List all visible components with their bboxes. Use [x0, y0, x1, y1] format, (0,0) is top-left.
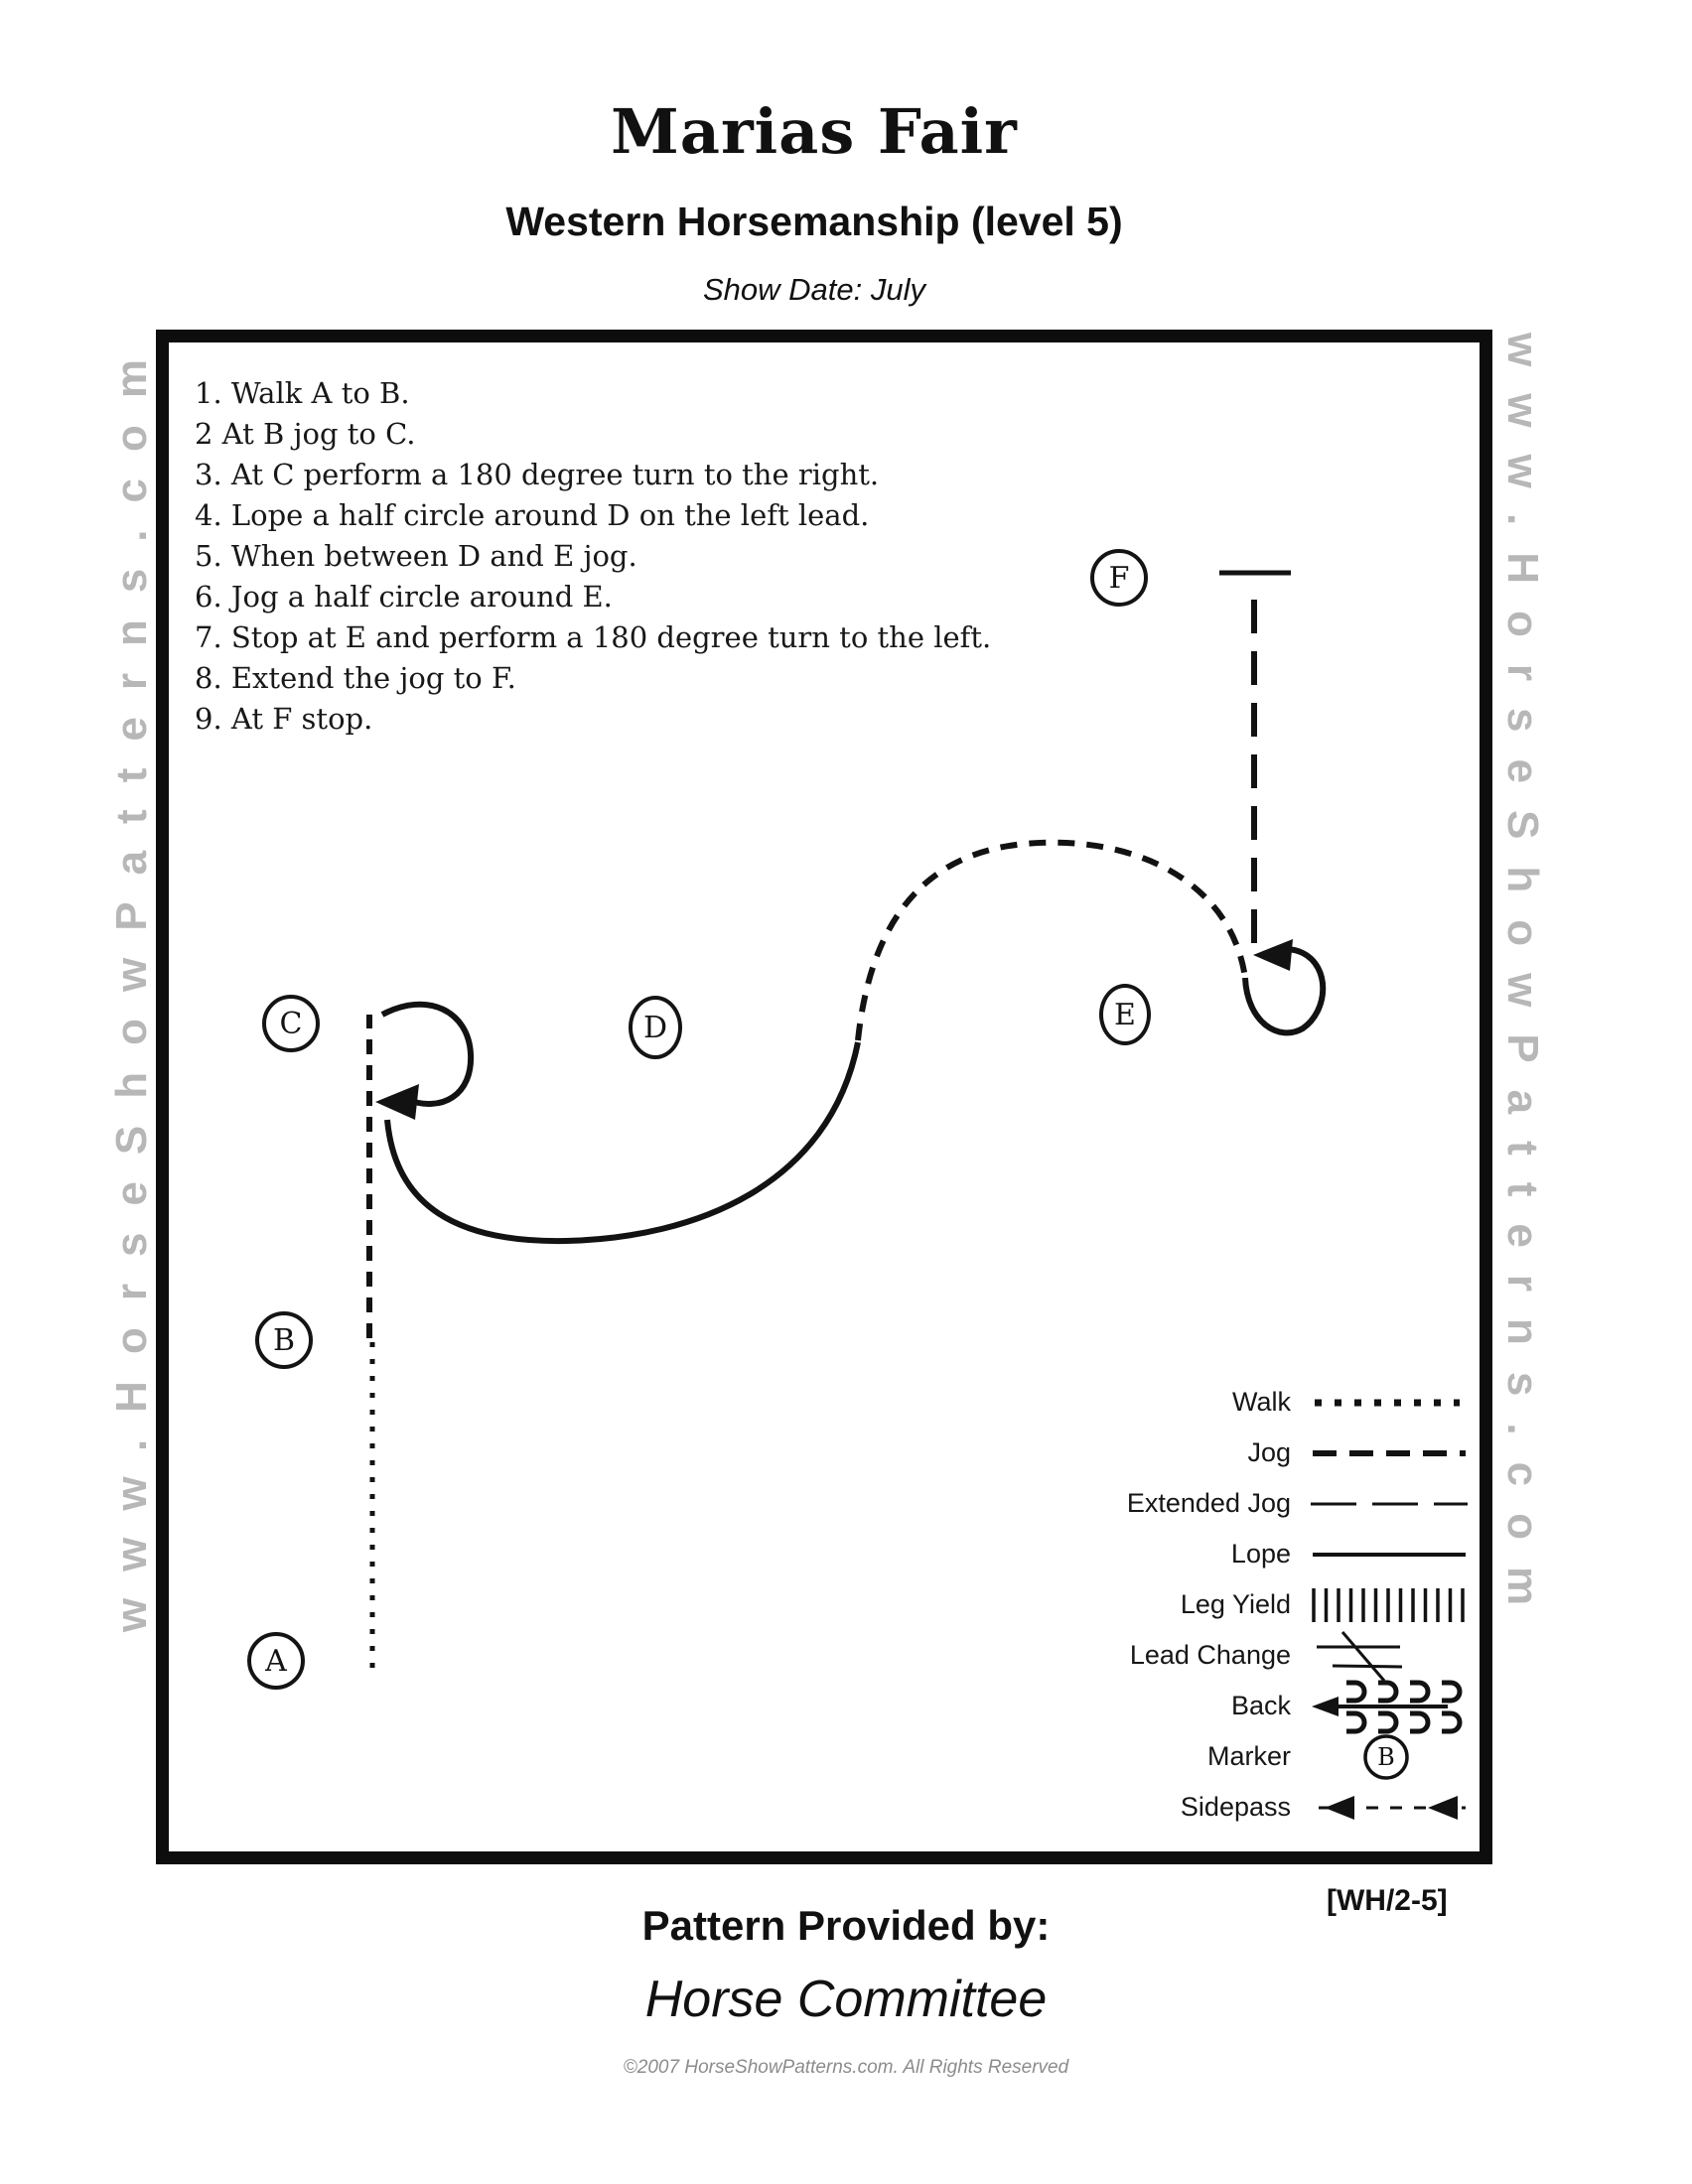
- legend-label: Lope: [1230, 1539, 1291, 1569]
- marker-e-label: E: [1114, 997, 1136, 1032]
- instruction-line: 1. Walk A to B.: [195, 376, 410, 410]
- instruction-line: 9. At F stop.: [195, 702, 373, 736]
- lope-curve: [384, 1041, 861, 1245]
- marker-c-label: C: [279, 1006, 303, 1041]
- marker-e: E: [1099, 984, 1151, 1045]
- copyright-line: ©2007 HorseShowPatterns.com. All Rights …: [623, 2057, 1069, 2078]
- legend-label: Marker: [1206, 1741, 1291, 1771]
- pattern-code: [WH/2-5]: [1327, 1884, 1448, 1917]
- instruction-line: 3. At C perform a 180 degree turn to the…: [195, 458, 880, 491]
- instruction-line: 7. Stop at E and perform a 180 degree tu…: [195, 620, 992, 654]
- watermark-right: www.HorseShowPatterns.com: [1498, 333, 1547, 1633]
- back-sample: [1309, 1676, 1470, 1737]
- instruction-list: 1. Walk A to B. 2 At B jog to C. 3. At C…: [195, 373, 991, 740]
- leg-yield-sample: [1309, 1583, 1470, 1627]
- instruction-line: 8. Extend the jog to F.: [195, 661, 516, 695]
- marker-b-label: B: [272, 1322, 296, 1358]
- legend-row-lead-change: Lead Change: [1003, 1630, 1470, 1682]
- marker-f: F: [1090, 549, 1148, 607]
- jog-line-sample: [1309, 1438, 1470, 1468]
- marker-a-label: A: [265, 1643, 287, 1679]
- walk-line-sample: [1309, 1388, 1470, 1418]
- provided-by-heading: Pattern Provided by:: [641, 1902, 1051, 1949]
- marker-d: D: [629, 996, 682, 1059]
- legend-row-marker: Marker B: [1003, 1731, 1470, 1782]
- legend-row-back: Back: [1003, 1680, 1470, 1733]
- instruction-line: 4. Lope a half circle around D on the le…: [195, 498, 870, 532]
- instruction-line: 6. Jog a half circle around E.: [195, 580, 613, 614]
- marker-a: A: [247, 1632, 305, 1690]
- instruction-line: 5. When between D and E jog.: [195, 539, 637, 573]
- legend-row-leg-yield: Leg Yield: [1003, 1579, 1470, 1630]
- legend-label: Leg Yield: [1180, 1589, 1291, 1619]
- marker-sample-letter: B: [1377, 1743, 1395, 1771]
- gait-legend: Walk Jog Extended Jog Lope Leg Yield: [1003, 1377, 1470, 1833]
- arena-border: [156, 330, 1492, 1864]
- legend-row-walk: Walk: [1003, 1377, 1470, 1428]
- c-turn-loop: [380, 1001, 475, 1107]
- committee-name: Horse Committee: [644, 1971, 1048, 2028]
- legend-label: Jog: [1247, 1437, 1291, 1467]
- page-title: Marias Fair: [611, 95, 1018, 168]
- legend-label: Walk: [1232, 1387, 1291, 1417]
- sidepass-sample: [1309, 1790, 1470, 1826]
- e-turn-arrowhead: [1253, 939, 1293, 971]
- instruction-line: 2 At B jog to C.: [195, 417, 416, 451]
- legend-row-extended-jog: Extended Jog: [1003, 1478, 1470, 1529]
- jog-curve: [855, 839, 1248, 1041]
- marker-f-label: F: [1108, 560, 1130, 596]
- legend-row-sidepass: Sidepass: [1003, 1782, 1470, 1833]
- page-subtitle: Western Horsemanship (level 5): [505, 199, 1123, 244]
- lope-line-sample: [1309, 1540, 1470, 1570]
- legend-row-lope: Lope: [1003, 1529, 1470, 1579]
- legend-label: Lead Change: [1129, 1640, 1291, 1670]
- show-date: Show Date: July: [703, 272, 925, 307]
- legend-row-jog: Jog: [1003, 1428, 1470, 1478]
- legend-label: Back: [1230, 1691, 1291, 1720]
- legend-label: Sidepass: [1180, 1792, 1291, 1822]
- marker-c: C: [262, 995, 320, 1052]
- marker-sample: B: [1309, 1732, 1470, 1782]
- marker-d-label: D: [642, 1010, 668, 1045]
- marker-b: B: [255, 1311, 313, 1369]
- legend-label: Extended Jog: [1126, 1488, 1291, 1518]
- c-turn-arrowhead: [375, 1084, 419, 1120]
- lead-change-sample: [1309, 1630, 1470, 1682]
- extended-jog-line-sample: [1309, 1489, 1470, 1519]
